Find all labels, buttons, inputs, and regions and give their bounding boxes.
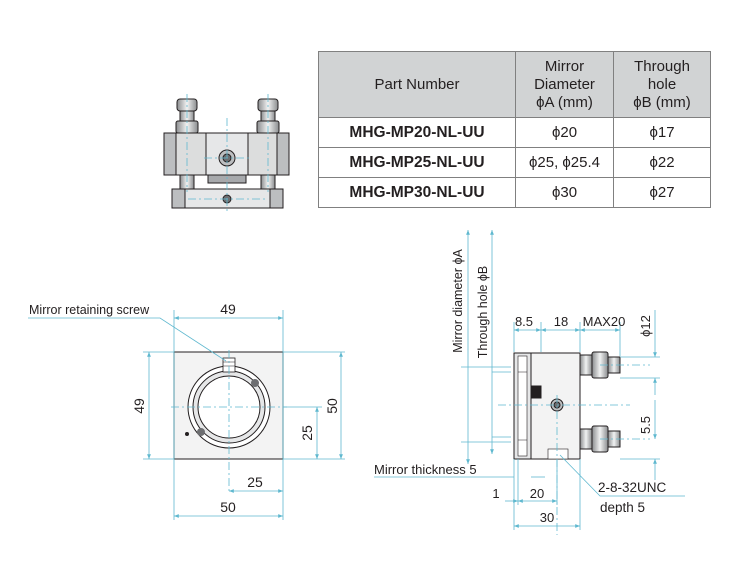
table-row: MHG-MP25-NL-UU ϕ25, ϕ25.4 ϕ22 bbox=[318, 147, 711, 178]
dim-18: 18 bbox=[554, 314, 568, 329]
header-through-hole-line1: Through bbox=[634, 57, 690, 75]
spec-table: Part Number Mirror Diameter ϕA (mm) Thro… bbox=[318, 51, 711, 208]
dim-width-top: 49 bbox=[220, 301, 236, 317]
dim-height-right: 50 bbox=[324, 398, 340, 414]
dim-phi12: ϕ12 bbox=[638, 315, 653, 337]
dim-height-left: 49 bbox=[131, 398, 147, 414]
thread-callout: 2-8-32UNC bbox=[598, 480, 667, 495]
dim-width-bottom: 50 bbox=[220, 499, 236, 515]
thread-depth: depth 5 bbox=[600, 500, 645, 515]
header-through-hole-line3: ϕB (mm) bbox=[633, 93, 691, 111]
callout-mirror-retaining-screw: Mirror retaining screw bbox=[29, 303, 150, 317]
dim-max20: MAX20 bbox=[583, 314, 626, 329]
label-through-hole: Through hole ϕB bbox=[476, 266, 490, 358]
table-row: MHG-MP20-NL-UU ϕ20 ϕ17 bbox=[318, 117, 711, 148]
cell-through-hole: ϕ17 bbox=[613, 117, 711, 148]
table-header-row: Part Number Mirror Diameter ϕA (mm) Thro… bbox=[318, 51, 711, 118]
dim-hole-height: 25 bbox=[299, 425, 315, 441]
side-view bbox=[513, 351, 621, 460]
header-mirror-diameter-line1: Mirror bbox=[544, 57, 585, 75]
table-row: MHG-MP30-NL-UU ϕ30 ϕ27 bbox=[318, 177, 711, 208]
cell-part-number: MHG-MP30-NL-UU bbox=[318, 177, 516, 208]
side-view-dimensions bbox=[374, 230, 685, 535]
header-mirror-diameter-line3: ϕA (mm) bbox=[536, 93, 593, 111]
cell-mirror-diameter: ϕ30 bbox=[515, 177, 614, 208]
cell-part-number: MHG-MP20-NL-UU bbox=[318, 117, 516, 148]
cell-through-hole: ϕ27 bbox=[613, 177, 711, 208]
header-part-number: Part Number bbox=[318, 51, 516, 118]
front-view bbox=[173, 351, 284, 460]
dim-hole-offset: 25 bbox=[247, 474, 263, 490]
cell-through-hole: ϕ22 bbox=[613, 147, 711, 178]
mirror-thickness-label: Mirror thickness 5 bbox=[374, 462, 477, 477]
dim-8-5: 8.5 bbox=[515, 314, 533, 329]
illustration-centerlines bbox=[186, 94, 269, 212]
label-mirror-diameter: Mirror diameter ϕA bbox=[451, 249, 465, 353]
header-through-hole: Through hole ϕB (mm) bbox=[613, 51, 711, 118]
product-illustration bbox=[163, 98, 290, 209]
dim-30: 30 bbox=[540, 510, 554, 525]
header-through-hole-line2: hole bbox=[647, 75, 677, 93]
dim-20: 20 bbox=[530, 486, 544, 501]
dim-1: 1 bbox=[492, 486, 499, 501]
cell-mirror-diameter: ϕ20 bbox=[515, 117, 614, 148]
cell-mirror-diameter: ϕ25, ϕ25.4 bbox=[515, 147, 614, 178]
header-mirror-diameter-line2: Diameter bbox=[534, 75, 595, 93]
cell-part-number: MHG-MP25-NL-UU bbox=[318, 147, 516, 178]
front-view-dimensions bbox=[28, 310, 345, 520]
dim-5-5: 5.5 bbox=[638, 416, 653, 434]
